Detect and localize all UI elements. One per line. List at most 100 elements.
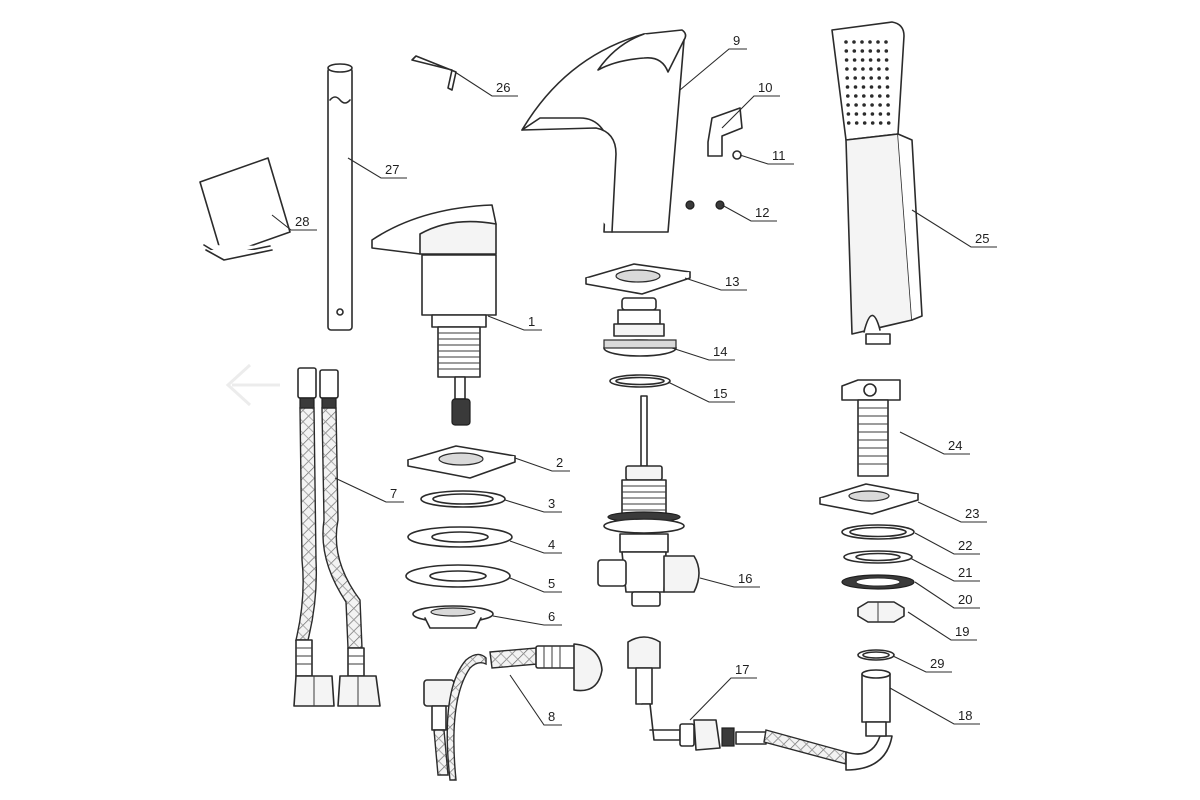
- nozzle-dot: [885, 67, 889, 71]
- nozzle-dot: [885, 76, 889, 80]
- part-2-plate: [407, 445, 516, 479]
- part-17-connector: [627, 636, 893, 771]
- callout-number-c20: 20: [958, 592, 972, 607]
- part-20-washer: [841, 574, 915, 590]
- nozzle-dot: [852, 58, 857, 62]
- leader-line-c7: [334, 477, 404, 503]
- leader-line-c27: [347, 157, 407, 179]
- part-1-handle: [371, 204, 497, 426]
- part-5-washer: [405, 564, 511, 588]
- nozzle-dot: [886, 94, 890, 98]
- callout-number-c22: 22: [958, 538, 972, 553]
- nozzle-dot: [885, 85, 890, 89]
- nozzle-dot: [844, 58, 849, 62]
- leader-line-c11: [739, 154, 794, 165]
- nozzle-dot: [844, 49, 849, 53]
- callout-number-c17: 17: [735, 662, 749, 677]
- callout-number-c14: 14: [713, 344, 727, 359]
- part-18-adapter: [861, 669, 891, 737]
- leader-line-c5: [509, 577, 562, 593]
- callout-number-c10: 10: [758, 80, 772, 95]
- callout-number-c6: 6: [548, 609, 555, 624]
- nozzle-dot: [860, 58, 865, 62]
- leader-line-c3: [504, 499, 562, 513]
- leader-line-c8: [509, 674, 562, 726]
- nozzle-dot: [845, 85, 850, 89]
- leader-line-c18: [889, 687, 980, 725]
- nozzle-dot: [853, 85, 858, 89]
- leader-line-c9: [679, 48, 747, 91]
- callout-number-c4: 4: [548, 537, 555, 552]
- part-12-screws: [685, 200, 725, 210]
- leader-line-c2: [514, 457, 570, 472]
- part-23-square-plate: [819, 483, 919, 515]
- callout-number-c15: 15: [713, 386, 727, 401]
- nozzle-dot: [862, 103, 866, 107]
- nozzle-dot: [884, 58, 889, 62]
- part-25-hand-shower: [831, 21, 923, 345]
- callout-number-c29: 29: [930, 656, 944, 671]
- callout-number-c16: 16: [738, 571, 752, 586]
- nozzle-dot: [862, 112, 867, 116]
- nozzle-dot: [886, 112, 891, 116]
- callout-number-c2: 2: [556, 455, 563, 470]
- callout-number-c21: 21: [958, 565, 972, 580]
- leader-line-c6: [492, 615, 562, 626]
- nozzle-dot: [854, 94, 858, 98]
- leader-line-c13: [684, 277, 747, 291]
- nozzle-dot: [876, 40, 880, 44]
- leader-line-c14: [671, 347, 735, 361]
- nozzle-dot: [868, 49, 873, 53]
- leader-line-c26: [454, 71, 518, 97]
- nozzle-dot: [860, 40, 864, 44]
- leader-line-c17: [689, 677, 757, 721]
- callout-number-c24: 24: [948, 438, 962, 453]
- nozzle-dot: [861, 67, 865, 71]
- nozzle-dot: [852, 49, 857, 53]
- leader-line-c23: [917, 501, 987, 523]
- nozzle-dot: [860, 49, 865, 53]
- nozzle-dot: [845, 76, 849, 80]
- nozzle-dot: [886, 103, 890, 107]
- nozzle-dot: [846, 94, 850, 98]
- nozzle-dot: [852, 40, 856, 44]
- nozzle-dot: [884, 49, 889, 53]
- shower-nozzle-grid: [844, 40, 891, 125]
- leader-line-c19: [907, 611, 977, 641]
- nozzle-dot: [862, 94, 866, 98]
- nozzle-dot: [870, 103, 874, 107]
- nozzle-dot: [876, 49, 881, 53]
- callout-number-c12: 12: [755, 205, 769, 220]
- nozzle-dot: [877, 85, 882, 89]
- nozzle-dot: [854, 103, 858, 107]
- part-28-manual: [199, 157, 291, 261]
- nozzle-dot: [884, 40, 888, 44]
- part-16-diverter-valve: [597, 395, 700, 607]
- leader-line-c1: [487, 315, 542, 331]
- nozzle-dot: [870, 94, 874, 98]
- nozzle-dot: [886, 121, 891, 125]
- callout-layer: 1234567891011121314151617181920212223242…: [271, 33, 997, 726]
- callout-number-c11: 11: [772, 148, 786, 163]
- leader-line-c29: [892, 655, 952, 673]
- part-21-washer: [843, 550, 913, 564]
- part-3-washer: [420, 490, 506, 508]
- nozzle-dot: [846, 103, 850, 107]
- callout-number-c19: 19: [955, 624, 969, 639]
- nozzle-dot: [854, 112, 859, 116]
- callout-number-c1: 1: [528, 314, 535, 329]
- nozzle-dot: [853, 76, 857, 80]
- nozzle-dot: [869, 67, 873, 71]
- callout-number-c5: 5: [548, 576, 555, 591]
- callout-number-c7: 7: [390, 486, 397, 501]
- callout-number-c28: 28: [295, 214, 309, 229]
- callout-number-c25: 25: [975, 231, 989, 246]
- nozzle-dot: [877, 67, 881, 71]
- nozzle-dot: [861, 85, 866, 89]
- nozzle-dot: [844, 40, 848, 44]
- callout-number-c9: 9: [733, 33, 740, 48]
- part-7-braided-hoses: [293, 367, 381, 707]
- part-10-lever: [707, 107, 743, 157]
